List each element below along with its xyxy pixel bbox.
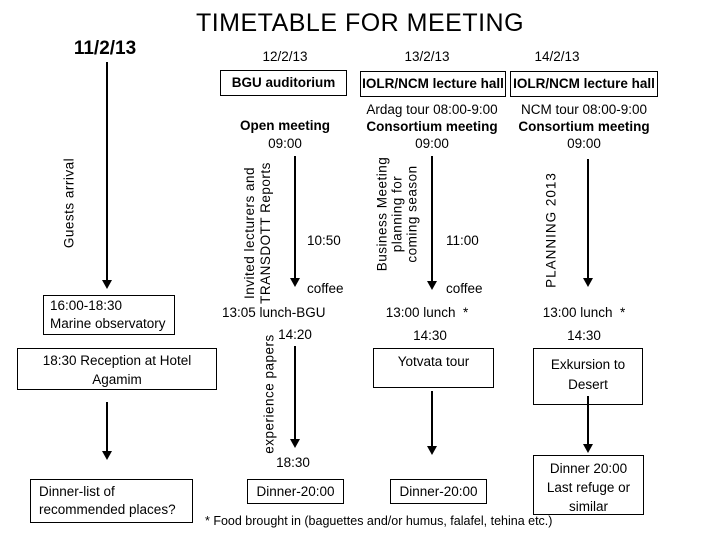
day4-lunch: 13:00 lunch *: [542, 305, 626, 320]
day4-morning-arrow-label: PLANNING 2013: [543, 172, 559, 288]
day2-morning-arrow-label-line1: Invited lecturers and: [242, 166, 257, 300]
marine-observatory-box: 16:00-18:30 Marine observatory: [43, 295, 175, 335]
day1-date: 11/2/13: [73, 38, 137, 59]
reception-line2: Agamim: [92, 372, 142, 387]
day3-coffee-time: 11:00: [446, 233, 479, 248]
footnote: * Food brought in (baguettes and/or humu…: [205, 514, 553, 528]
excursion-line2: Desert: [568, 377, 608, 392]
day3-morning-arrow-label: Business Meeting planning for coming sea…: [375, 157, 420, 272]
day4-dinner-line1: Dinner 20:00: [549, 461, 628, 476]
day3-evening-arrow: [427, 391, 437, 455]
day3-morning-arrow-label-line3: coming season: [404, 165, 420, 263]
dinner-list-line1: Dinner-list of: [39, 484, 115, 499]
dinner-list-box: Dinner-list of recommended places?: [30, 479, 193, 523]
day2-coffee-time: 10:50: [307, 233, 341, 248]
day2-lunch: 13:05 lunch-BGU: [222, 305, 326, 320]
day4-morning-arrow: [583, 159, 593, 287]
day3-lunch: 13:00 lunch *: [385, 305, 469, 320]
day3-session-title: Consortium meeting: [366, 119, 498, 134]
day4-venue-box: IOLR/NCM lecture hall: [510, 71, 658, 97]
marine-observatory-label: Marine observatory: [50, 316, 166, 331]
day2-morning-arrow: [290, 156, 300, 287]
day1-evening-arrow: [102, 402, 112, 460]
day1-morning-arrow: [102, 62, 112, 289]
yotvata-tour-box: Yotvata tour: [373, 348, 494, 388]
day4-date: 14/2/13: [534, 49, 580, 64]
day2-dinner-box: Dinner-20:00: [247, 479, 344, 504]
day3-tour: Ardag tour 08:00-9:00: [366, 102, 498, 117]
day2-session-title: Open meeting: [239, 118, 330, 133]
marine-observatory-time: 16:00-18:30: [50, 298, 123, 313]
day2-morning-arrow-label: Invited lecturers and TRANSDOTT Reports: [242, 162, 274, 304]
day3-morning-arrow-label-line2: planning for: [389, 175, 405, 253]
reception-box: 18:30 Reception at Hotel Agamim: [17, 348, 217, 390]
day2-coffee-label: coffee: [307, 281, 344, 296]
day2-coffee-break: 10:50 coffee: [307, 201, 344, 329]
day3-date: 13/2/13: [404, 49, 450, 64]
day2-afternoon-end: 18:30: [276, 455, 310, 470]
day3-coffee-break: 11:00 coffee: [446, 201, 483, 329]
day2-session-time: 09:00: [268, 136, 302, 151]
dinner-list-line2: recommended places?: [39, 502, 176, 517]
day4-evening-arrow: [583, 396, 593, 453]
day4-dinner-line3: similar: [569, 499, 608, 514]
day3-venue-box: IOLR/NCM lecture hall: [360, 71, 506, 97]
day4-session-time: 09:00: [567, 136, 601, 151]
day4-dinner-box: Dinner 20:00 Last refuge or similar: [533, 455, 644, 515]
day4-dinner-line2: Last refuge or: [546, 480, 631, 495]
day3-coffee-label: coffee: [446, 281, 483, 296]
day2-afternoon-start: 14:20: [278, 327, 312, 342]
day1-morning-arrow-label: Guests arrival: [61, 157, 77, 249]
day3-morning-arrow-label-line1: Business Meeting: [374, 156, 390, 272]
day3-dinner-box: Dinner-20:00: [390, 479, 487, 504]
day4-session-title: Consortium meeting: [518, 119, 650, 134]
day3-session-time: 09:00: [415, 136, 449, 151]
day3-afternoon-start: 14:30: [413, 328, 447, 343]
day2-venue-box: BGU auditorium: [220, 70, 347, 96]
day3-morning-arrow: [427, 156, 437, 290]
day4-tour: NCM tour 08:00-9:00: [520, 102, 648, 117]
day2-date: 12/2/13: [262, 49, 308, 64]
day4-afternoon-start: 14:30: [567, 328, 601, 343]
day2-morning-arrow-label-line2: TRANSDOTT Reports: [258, 162, 273, 304]
page-title: TIMETABLE FOR MEETING: [195, 9, 525, 37]
day2-afternoon-arrow: [290, 346, 300, 448]
reception-line1: 18:30 Reception at Hotel: [42, 353, 192, 368]
excursion-line1: Exkursion to: [550, 357, 626, 372]
day2-afternoon-arrow-label: experience papers: [261, 334, 277, 454]
excursion-box: Exkursion to Desert: [533, 348, 643, 405]
